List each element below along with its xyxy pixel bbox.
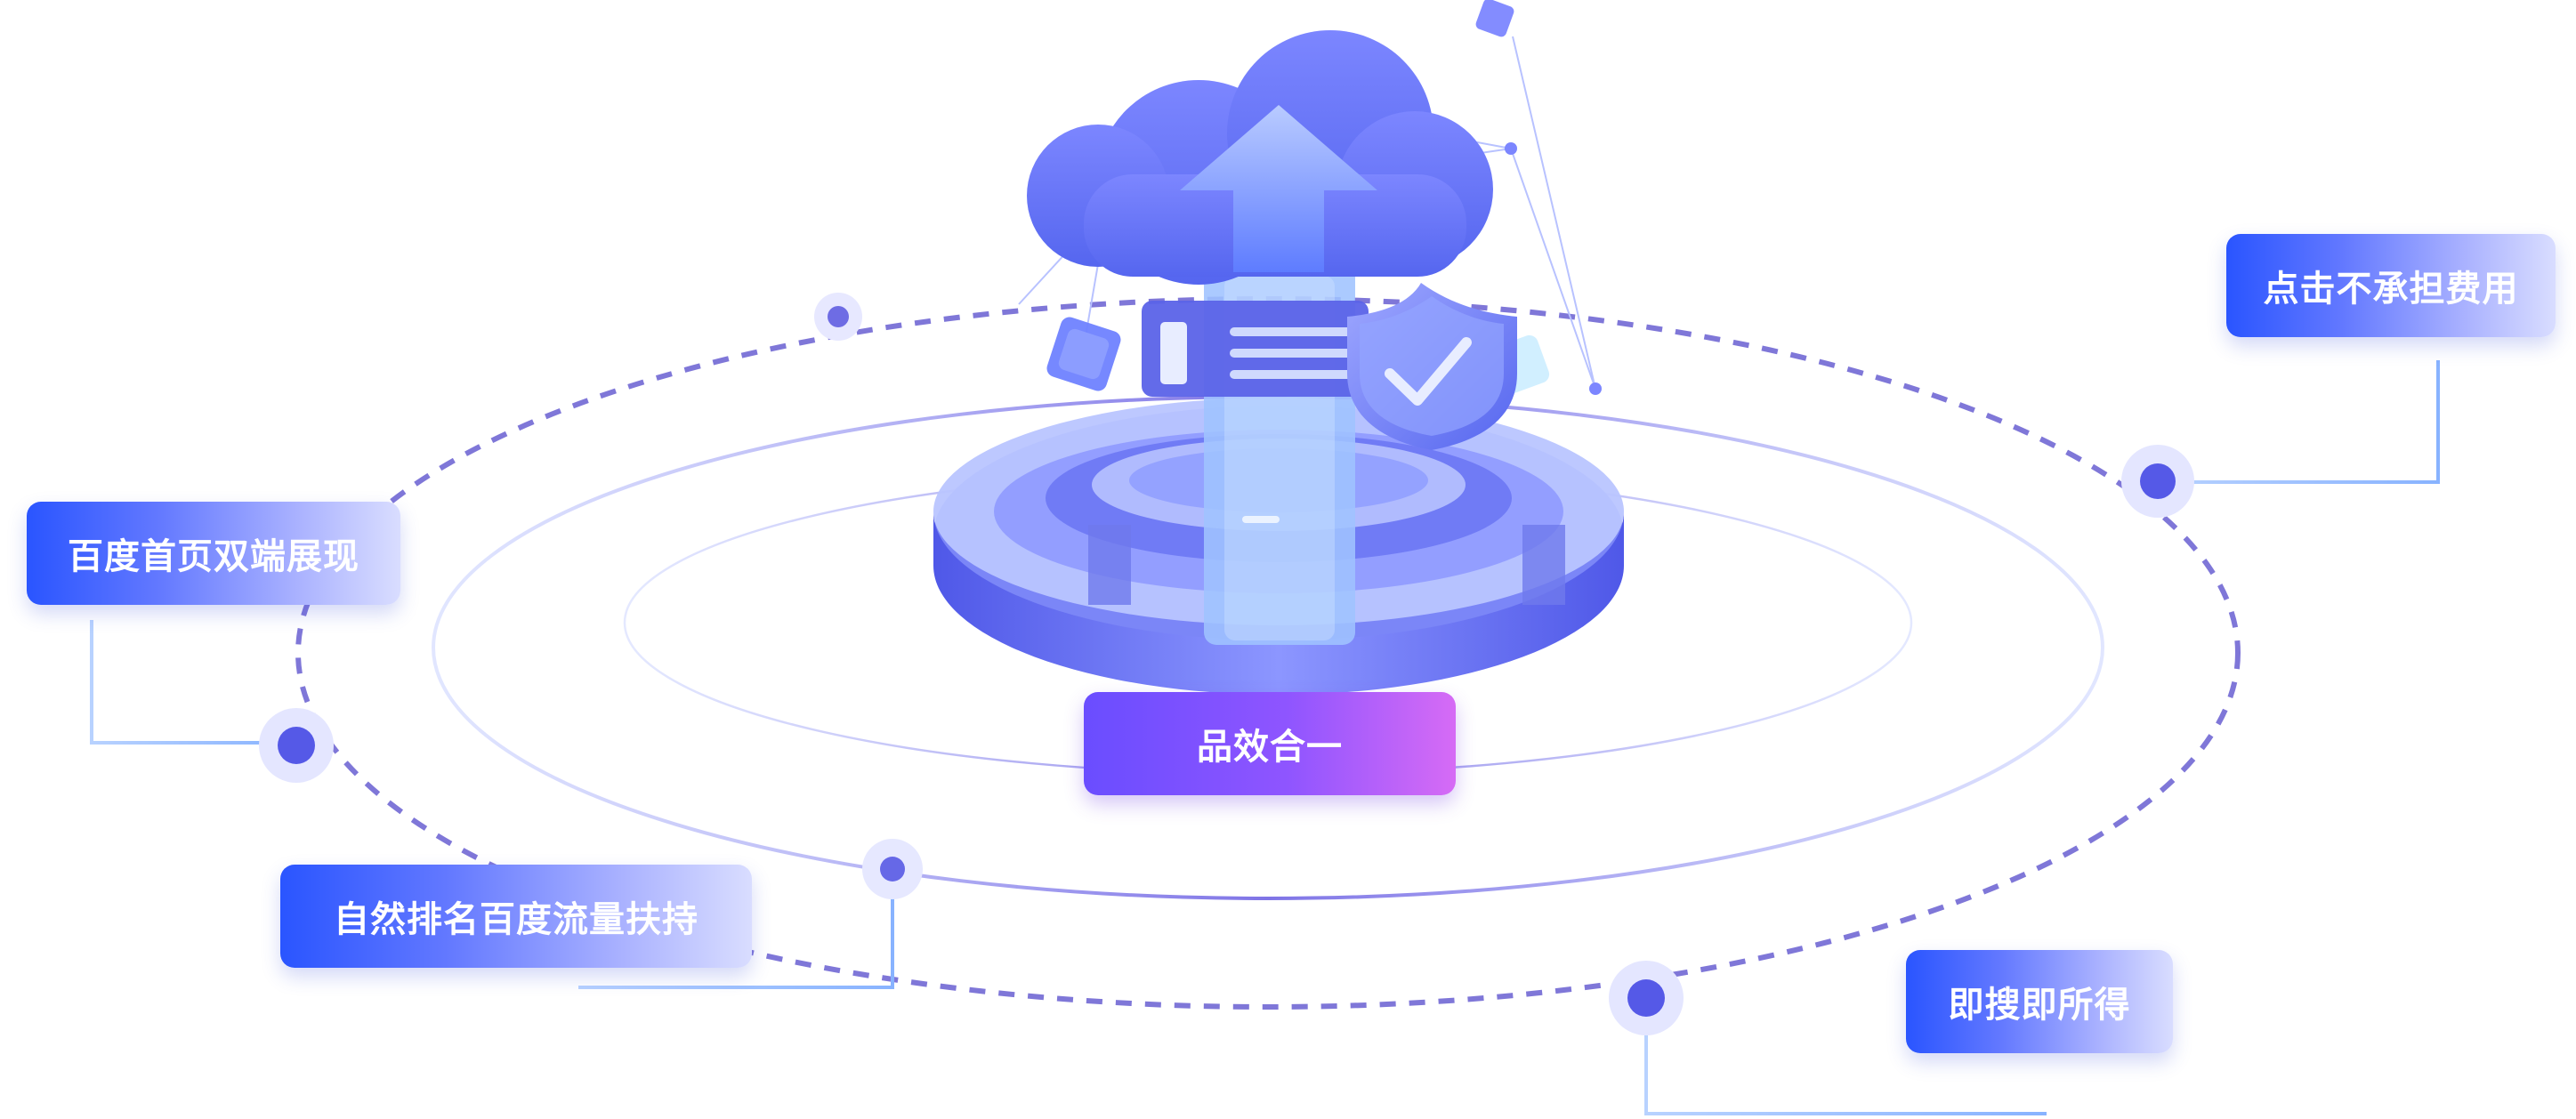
shield-check-icon [1347, 283, 1517, 450]
node-top-right [2121, 445, 2194, 518]
node-left [259, 708, 334, 783]
platform-highlight [1242, 516, 1280, 523]
feature-label-bottom-right: 即搜即所得 [1906, 950, 2173, 1053]
connector-left [90, 620, 294, 745]
network-node [1505, 142, 1517, 155]
floating-cube-left [1046, 317, 1121, 391]
document-icon [1142, 301, 1369, 397]
feature-label-left: 百度首页双端展现 [27, 502, 400, 605]
connector-top-right [2158, 360, 2440, 484]
connector-bottom-right [1644, 998, 2047, 1115]
node-bottom-left [862, 839, 923, 899]
feature-label-top-right: 点击不承担费用 [2226, 234, 2556, 337]
floating-cube-small [1475, 0, 1514, 37]
node-bottom-right [1609, 961, 1684, 1035]
network-node [1589, 382, 1602, 395]
cloud-upload-icon [1027, 30, 1493, 285]
center-label: 品效合一 [1084, 692, 1456, 795]
feature-label-bottom-left: 自然排名百度流量扶持 [280, 865, 752, 968]
node-top-left [814, 293, 862, 341]
connector-bottom-left [578, 874, 894, 989]
